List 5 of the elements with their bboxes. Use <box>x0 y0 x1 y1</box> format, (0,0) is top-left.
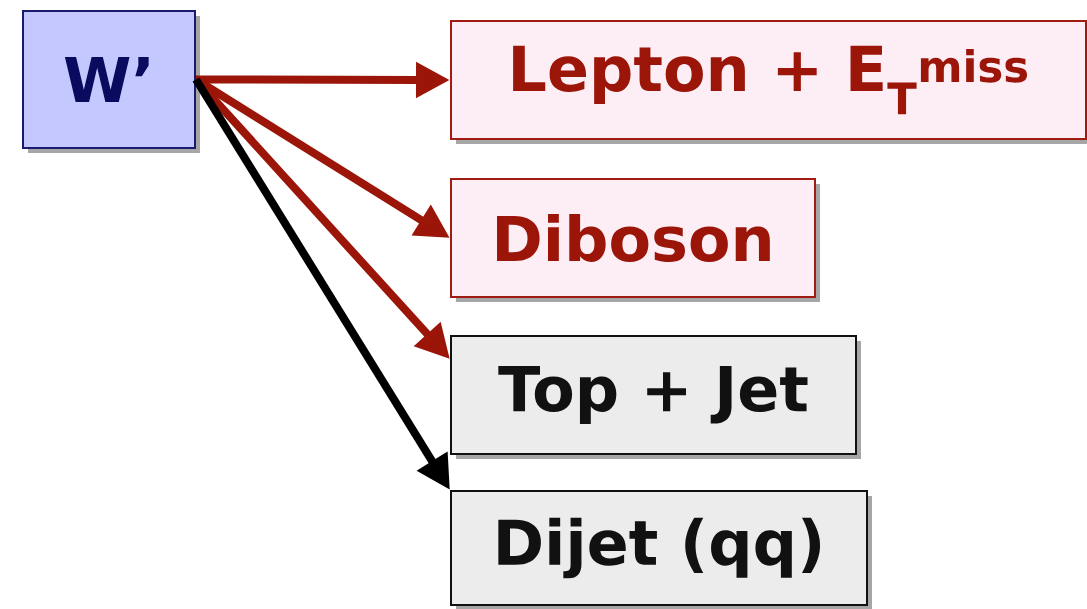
label-box: W’ <box>22 10 200 153</box>
label-box: Lepton + E$_{T}$miss <box>450 20 1087 144</box>
label-box: Dijet (qq) <box>450 490 872 609</box>
label-box: Diboson <box>450 178 820 302</box>
label-box: Top + Jet <box>450 335 861 459</box>
